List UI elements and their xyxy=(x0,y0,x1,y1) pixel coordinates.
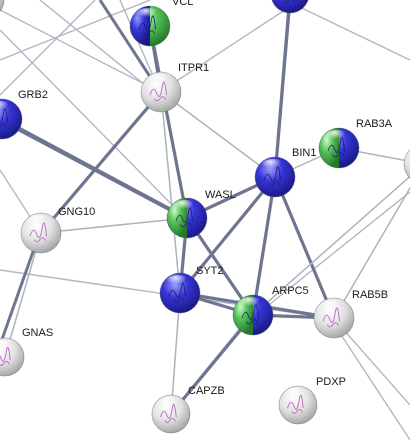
node-capzb[interactable]: CAPZB xyxy=(151,385,225,434)
node-gng10[interactable]: GNG10 xyxy=(20,206,95,254)
node-label-rab3a: RAB3A xyxy=(356,118,393,130)
edge-bin1-arpc5 xyxy=(251,175,277,317)
node-highlight xyxy=(136,8,160,22)
node-label-rab5b: RAB5B xyxy=(352,289,388,301)
edge-itpr1-gng10 xyxy=(39,90,163,235)
node-rim xyxy=(254,156,296,198)
node-rim xyxy=(313,297,355,339)
protein-structure-icon xyxy=(283,0,295,3)
node-label-grb2: GRB2 xyxy=(18,89,48,101)
node-right-gray[interactable] xyxy=(403,144,410,184)
node-arpc5[interactable]: ARPC5 xyxy=(232,285,309,336)
node-rim xyxy=(151,394,191,434)
node-rim xyxy=(166,197,208,239)
node-rab3a[interactable]: RAB3A xyxy=(318,118,393,169)
edge-syt2-capzb xyxy=(170,292,181,415)
edge-vcl-wasl xyxy=(148,24,189,220)
node-sphere xyxy=(404,149,410,179)
node-label-wasl: WASL xyxy=(205,189,236,201)
node-pdxp[interactable]: PDXP xyxy=(278,376,346,425)
edge-bin1-syt2 xyxy=(178,175,277,295)
node-top-left-gray[interactable] xyxy=(0,0,5,18)
node-rim xyxy=(140,71,182,113)
node-label-capzb: CAPZB xyxy=(188,385,225,397)
node-itpr1[interactable]: ITPR1 xyxy=(140,62,209,113)
node-wasl[interactable]: WASL xyxy=(166,189,236,239)
node-grb2[interactable]: GRB2 xyxy=(0,89,48,140)
node-rim xyxy=(271,0,309,14)
edge-arpc5-right_gray xyxy=(252,175,410,316)
node-rim xyxy=(0,98,23,140)
node-rim xyxy=(278,385,318,425)
node-label-vcl: VCL xyxy=(172,0,193,8)
node-highlight xyxy=(0,101,12,115)
node-rim xyxy=(0,337,25,377)
edge-gng10-gnas xyxy=(4,232,42,358)
node-sphere xyxy=(0,0,4,12)
node-vcl[interactable]: VCL xyxy=(129,0,193,47)
node-highlight xyxy=(173,200,197,214)
node-rim xyxy=(20,212,62,254)
node-syt2[interactable]: SYT2 xyxy=(159,265,224,314)
node-highlight xyxy=(325,130,349,144)
node-highlight xyxy=(320,300,344,314)
node-label-gnas: GNAS xyxy=(22,327,53,339)
edge-wasl-gng10 xyxy=(40,217,188,234)
node-top-blue[interactable] xyxy=(271,0,309,14)
node-rab5b[interactable]: RAB5B xyxy=(313,289,388,339)
node-label-bin1: BIN1 xyxy=(292,147,316,159)
node-rim xyxy=(129,5,171,47)
node-label-syt2: SYT2 xyxy=(196,265,224,277)
node-bin1[interactable]: BIN1 xyxy=(254,147,316,198)
edge-grb2-wasl xyxy=(0,117,189,220)
node-rim xyxy=(403,149,410,179)
node-rim xyxy=(232,294,274,336)
node-highlight xyxy=(284,387,308,402)
node-label-gng10: GNG10 xyxy=(58,206,95,218)
edge-itpr1-bin1 xyxy=(160,91,276,178)
node-sphere xyxy=(271,0,309,13)
node-gnas[interactable]: GNAS xyxy=(0,327,53,377)
edge-bin1-rab5b xyxy=(273,175,336,320)
node-highlight xyxy=(27,215,51,229)
node-highlight xyxy=(147,74,171,88)
edge-itpr1-syt2 xyxy=(160,91,181,294)
node-highlight xyxy=(166,275,190,289)
edge-top_blue-bin1 xyxy=(273,0,292,179)
edge-rab5b-right_gray xyxy=(333,186,410,319)
node-highlight xyxy=(0,339,15,354)
node-highlight xyxy=(261,159,285,173)
node-highlight xyxy=(239,297,263,311)
node-rim xyxy=(159,272,201,314)
edge-arpc5-capzb xyxy=(169,313,255,416)
node-label-itpr1: ITPR1 xyxy=(178,62,209,74)
node-label-arpc5: ARPC5 xyxy=(272,285,309,297)
node-highlight xyxy=(157,396,181,411)
node-rim xyxy=(318,127,360,169)
node-label-pdxp: PDXP xyxy=(316,376,346,388)
